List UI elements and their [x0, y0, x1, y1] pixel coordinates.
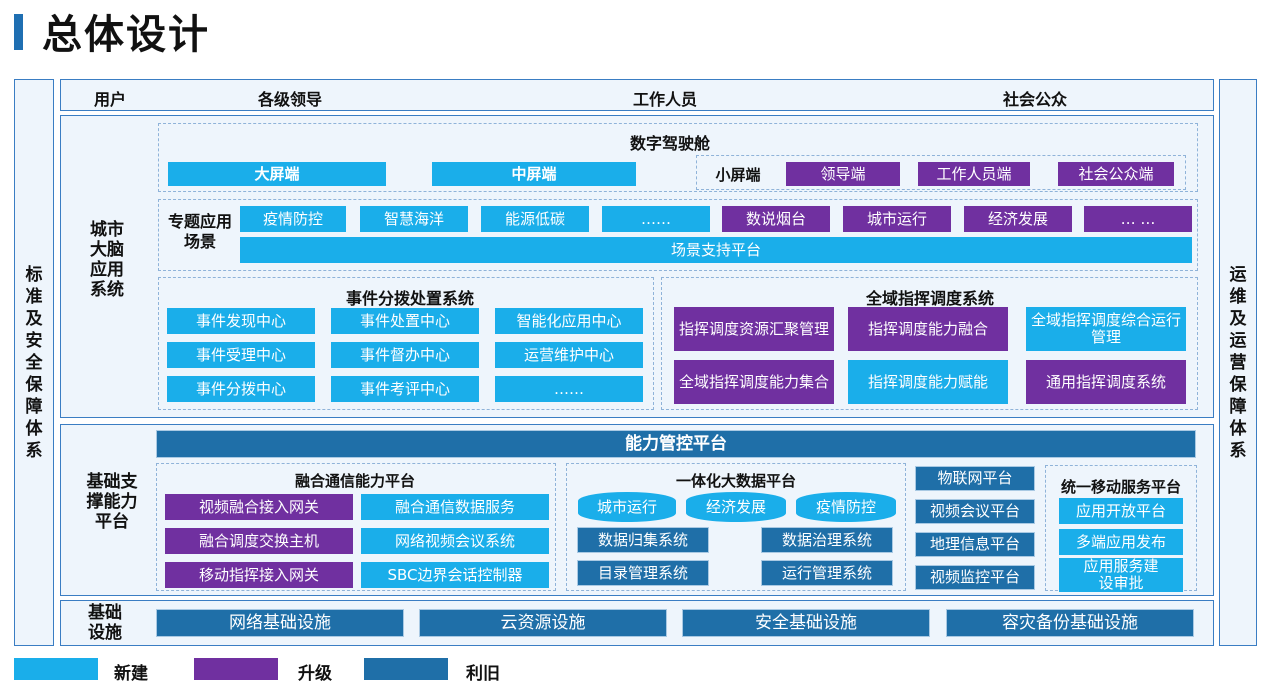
scenes-area [158, 199, 1198, 271]
catalog-mgmt-system: 目录管理系统 [577, 560, 709, 586]
video-conference-system: 网络视频会议系统 [361, 528, 549, 554]
scene-ocean: 智慧海洋 [360, 206, 468, 232]
small-screen-area [696, 155, 1186, 190]
capability-control-platform: 能力管控平台 [156, 430, 1196, 458]
sbc-controller: SBC边界会话控制器 [361, 562, 549, 588]
bigdata-platform-area [566, 463, 906, 591]
event-handling-center: 事件处置中心 [331, 308, 479, 334]
event-evaluation-center: 事件考评中心 [331, 376, 479, 402]
multi-end-publish: 多端应用发布 [1059, 529, 1183, 555]
scene-epidemic: 疫情防控 [240, 206, 346, 232]
video-conf-platform: 视频会议平台 [915, 499, 1035, 524]
ops-mgmt-system: 运行管理系统 [761, 560, 893, 586]
legend-label-new: 新建 [114, 664, 148, 684]
users-row [60, 79, 1214, 111]
event-system-area [158, 277, 654, 410]
scene-more-new: …… [602, 206, 710, 232]
event-acceptance-center: 事件受理中心 [167, 342, 315, 368]
public-end-box: 社会公众端 [1058, 162, 1174, 186]
network-infra: 网络基础设施 [156, 609, 404, 637]
page-title: 总体设计 [42, 12, 210, 58]
mobile-platform-title: 统一移动服务平台 [1060, 478, 1181, 496]
scene-energy: 能源低碳 [481, 206, 589, 232]
mid-screen-box: 中屏端 [432, 162, 636, 186]
app-open-platform: 应用开放平台 [1059, 498, 1183, 524]
legend-label-reuse: 利旧 [466, 664, 500, 684]
user-staff: 工作人员 [632, 90, 697, 109]
general-command-system: 通用指挥调度系统 [1026, 360, 1186, 404]
db-city-ops: 城市运行 [578, 492, 676, 522]
legend-label-upgrade: 升级 [298, 664, 332, 684]
cockpit-area [158, 123, 1198, 192]
scene-city-ops: 城市运行 [843, 206, 951, 232]
legend-swatch-reuse [364, 658, 448, 680]
db-epidemic: 疫情防控 [796, 492, 896, 522]
comm-platform-title: 融合通信能力平台 [294, 472, 415, 490]
dispatch-switch-host: 融合调度交换主机 [165, 528, 353, 554]
disaster-recovery-infra: 容灾备份基础设施 [946, 609, 1194, 637]
command-resource-mgmt: 指挥调度资源汇聚管理 [674, 307, 834, 351]
support-platform-label: 基础支撑能力平台 [86, 472, 138, 532]
user-leaders: 各级领导 [257, 90, 322, 109]
data-collection-system: 数据归集系统 [577, 527, 709, 553]
legend-swatch-new [14, 658, 98, 680]
iot-platform: 物联网平台 [915, 466, 1035, 491]
scenes-label: 专题应用场景 [167, 212, 232, 251]
command-capability-fusion: 指挥调度能力融合 [848, 307, 1008, 351]
command-system-area [661, 277, 1198, 410]
mobile-command-gateway: 移动指挥接入网关 [165, 562, 353, 588]
infrastructure-label: 基础设施 [88, 603, 122, 643]
scene-support-platform: 场景支持平台 [240, 237, 1192, 263]
smart-app-center: 智能化应用中心 [495, 308, 643, 334]
event-system-title: 事件分拨处置系统 [345, 289, 474, 308]
app-service-approval: 应用服务建设审批 [1059, 558, 1183, 592]
event-supervision-center: 事件督办中心 [331, 342, 479, 368]
cockpit-title: 数字驾驶舱 [629, 134, 710, 153]
comm-platform-area [156, 463, 556, 591]
user-public: 社会公众 [1002, 90, 1067, 109]
ops-maintenance-center: 运营维护中心 [495, 342, 643, 368]
bigdata-platform-title: 一体化大数据平台 [675, 472, 796, 490]
left-side-label: 标准及安全保障体系 [25, 264, 43, 461]
event-dispatch-center: 事件分拨中心 [167, 376, 315, 402]
gis-platform: 地理信息平台 [915, 532, 1035, 557]
command-empowerment: 指挥调度能力赋能 [848, 360, 1008, 404]
city-brain-label: 城市大脑应用系统 [90, 220, 124, 300]
security-infra: 安全基础设施 [682, 609, 930, 637]
scene-yantai: 数说烟台 [722, 206, 830, 232]
video-fusion-gateway: 视频融合接入网关 [165, 494, 353, 520]
event-more: …… [495, 376, 643, 402]
staff-end-box: 工作人员端 [918, 162, 1030, 186]
command-integrated-ops: 全域指挥调度综合运行管理 [1026, 307, 1186, 351]
right-side-label: 运维及运营保障体系 [1229, 264, 1247, 461]
big-screen-box: 大屏端 [168, 162, 386, 186]
leader-end-box: 领导端 [786, 162, 900, 186]
users-label: 用户 [93, 90, 126, 109]
video-monitor-platform: 视频监控平台 [915, 565, 1035, 590]
legend-swatch-upgrade [194, 658, 278, 680]
scene-economy: 经济发展 [964, 206, 1072, 232]
title-accent-bar [14, 14, 23, 50]
small-screen-label: 小屏端 [715, 166, 761, 184]
right-side-panel: 运维及运营保障体系 [1219, 79, 1257, 646]
scene-more-upgrade: … … [1084, 206, 1192, 232]
command-capability-set: 全域指挥调度能力集合 [674, 360, 834, 404]
command-system-title: 全域指挥调度系统 [865, 289, 994, 308]
cloud-infra: 云资源设施 [419, 609, 667, 637]
event-discovery-center: 事件发现中心 [167, 308, 315, 334]
db-economy: 经济发展 [686, 492, 786, 522]
comm-data-service: 融合通信数据服务 [361, 494, 549, 520]
data-governance-system: 数据治理系统 [761, 527, 893, 553]
left-side-panel: 标准及安全保障体系 [14, 79, 54, 646]
